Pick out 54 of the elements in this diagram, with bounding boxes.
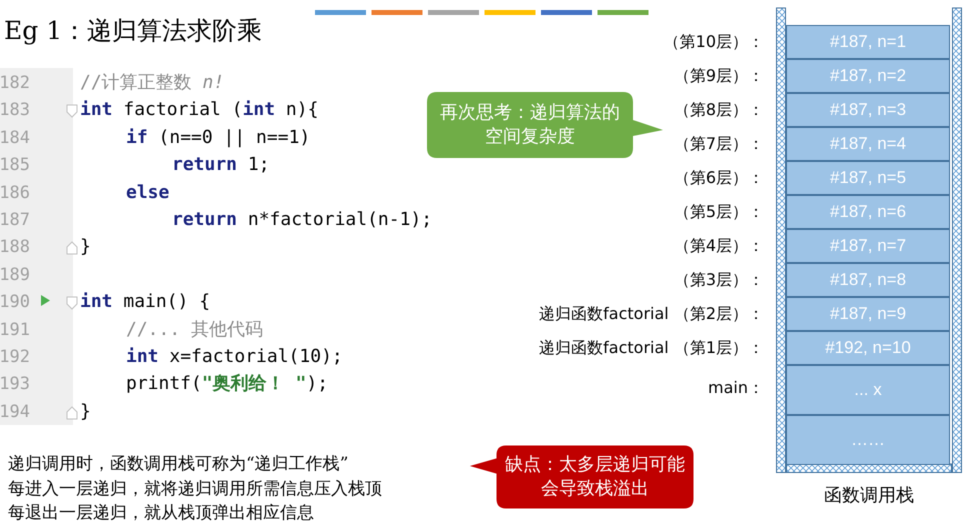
stack-frame: #192, n=10	[786, 331, 950, 365]
line-number: 194	[0, 402, 30, 422]
code-line: int main() {	[80, 292, 210, 312]
note-text: 每进入一层递归，就将递归调用所需信息压入栈顶	[8, 478, 382, 500]
layer-label: 递归函数factorial （第1层）：	[539, 338, 764, 358]
stack-frame: #187, n=2	[786, 59, 950, 93]
line-number: 191	[0, 320, 30, 340]
stack-frame: ... x	[786, 365, 950, 415]
stack-frame: #187, n=1	[786, 25, 950, 59]
line-number: 192	[0, 347, 30, 367]
line-number: 183	[0, 100, 30, 120]
layer-label: （第8层）：	[674, 100, 764, 120]
layer-label: 递归函数factorial （第2层）：	[539, 304, 764, 324]
layer-label: （第6层）：	[674, 168, 764, 188]
line-number: 189	[0, 264, 30, 285]
note-text: 递归调用时，函数调用栈可称为“递归工作栈”	[8, 453, 348, 475]
stack-frame: #187, n=4	[786, 127, 950, 161]
line-number: 185	[0, 155, 30, 176]
layer-label: （第3层）：	[674, 270, 764, 290]
code-line: //... 其他代码	[126, 320, 264, 340]
code-line: }	[80, 402, 91, 422]
code-line: if (n==0 || n==1)	[126, 128, 310, 148]
code-line: else	[126, 182, 170, 203]
stack-frame: #187, n=8	[786, 263, 950, 297]
code-line: }	[80, 237, 91, 258]
stack-frame: #187, n=9	[786, 297, 950, 331]
line-number: 190	[0, 292, 30, 312]
callout-bubble: 再次思考：递归算法的空间复杂度	[427, 92, 665, 158]
code-line: int factorial (int n){	[80, 100, 318, 120]
layer-label: （第9层）：	[674, 66, 764, 86]
layer-label: main：	[708, 378, 764, 398]
line-number: 193	[0, 374, 30, 394]
code-line: return n*factorial(n-1);	[172, 210, 432, 230]
title: Eg 1：递归算法求阶乘	[4, 15, 262, 47]
layer-label: （第5层）：	[674, 202, 764, 222]
layer-label: （第4层）：	[674, 236, 764, 256]
stack-frame: ……	[786, 415, 950, 465]
code-line: //计算正整数 n!	[80, 73, 224, 93]
stack-frame: #187, n=3	[786, 93, 950, 127]
line-number: 187	[0, 210, 30, 230]
line-number: 186	[0, 182, 30, 203]
note-text: 每退出一层递归，就从栈顶弹出相应信息	[8, 502, 314, 523]
code-line: return 1;	[172, 155, 270, 176]
line-number: 184	[0, 128, 30, 148]
code-line: printf("奥利给！ ");	[126, 374, 328, 394]
layer-label: （第10层）：	[664, 32, 764, 52]
code-line: int x=factorial(10);	[126, 347, 343, 367]
stack-caption: 函数调用栈	[823, 484, 915, 507]
stack-frame: #187, n=5	[786, 161, 950, 195]
line-number: 182	[0, 73, 30, 93]
line-number: 188	[0, 237, 30, 258]
stack-frame: #187, n=7	[786, 229, 950, 263]
layer-label: （第7层）：	[674, 134, 764, 154]
stack-frame: #187, n=6	[786, 195, 950, 229]
